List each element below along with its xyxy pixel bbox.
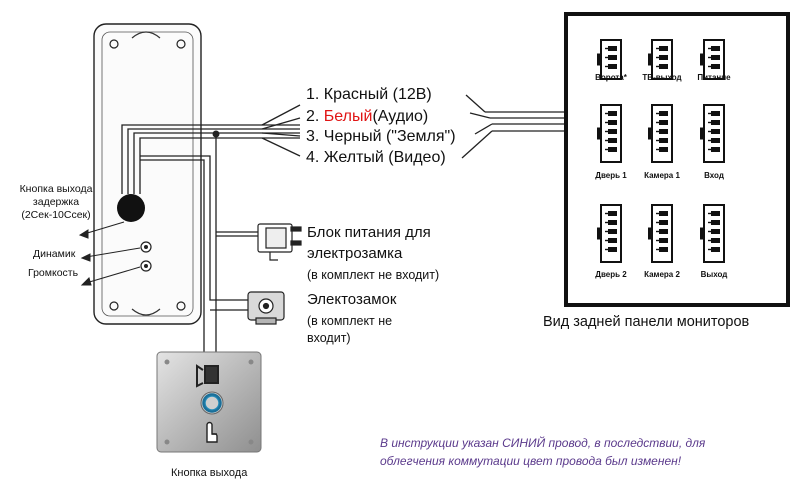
monitor-connectors [597,39,725,263]
pointer-arrows [78,221,141,286]
connector-6-icon [700,104,725,163]
exit-delay-line-1: Кнопка выхода [19,183,93,195]
power-supply-title-1: Блок питания для [307,224,431,241]
exit-led-button[interactable] [200,391,224,415]
power-supply-note: (в комплект не входит) [307,268,440,282]
wire-2-label: 2. Белый(Аудио) [306,107,428,127]
connector-4-icon [597,104,622,163]
exit-button-label: Кнопка выхода [171,467,248,479]
door-open-icon [196,364,219,388]
volume-label: Громкость [28,267,79,279]
speaker-label: Динамик [33,248,76,260]
electric-lock-note-1: (в комплект не [307,314,393,328]
hand-press-icon [206,421,218,443]
wire-1-label: 1. Красный (12В) [306,86,432,103]
wire-2-color: Белый [323,108,373,125]
port-label-2: ТВ-выход [642,73,682,82]
electric-lock-note-2: входит) [307,331,351,345]
call-panel [93,23,202,325]
connector-2-icon [648,39,673,80]
footnote-line-2: облегчения коммутации цвет провода был и… [380,454,682,468]
connector-1-icon [597,39,622,80]
connector-3-icon [700,39,725,80]
electric-lock-title: Электозамок [307,291,397,308]
port-label-8: Камера 2 [644,270,680,279]
wire-2-number: 2. [306,108,324,125]
monitor-caption: Вид задней панели мониторов [543,314,750,330]
connector-8-icon [648,204,673,263]
exit-delay-line-2: задержка [32,196,80,208]
port-label-3: Питание [697,73,731,82]
footnote-line-1: В инструкции указан СИНИЙ провод, в посл… [380,436,706,450]
exit-delay-line-3: (2Сек-10Ссек) [21,209,91,221]
port-label-1: Ворота* [595,73,627,82]
electric-lock-icon [247,291,285,325]
lock-wires [140,130,258,355]
exit-button-plate [156,351,262,453]
port-label-5: Камера 1 [644,171,680,180]
port-label-4: Дверь 1 [595,171,627,180]
connector-7-icon [597,204,622,263]
wire-4-label: 4. Желтый (Видео) [306,149,446,166]
connector-9-icon [700,204,725,263]
connector-5-icon [648,104,673,163]
power-supply-title-2: электрозамка [307,245,403,262]
wire-2-function: (Аудио) [372,108,429,125]
port-label-7: Дверь 2 [595,270,627,279]
wire-3-label: 3. Черный ("Земля") [306,128,456,145]
port-label-6: Вход [704,171,724,180]
port-label-9: Выход [700,270,728,279]
exit-delay-label: Кнопка выхода задержка (2Сек-10Ссек) [6,183,106,222]
power-plug-icon [257,223,302,261]
